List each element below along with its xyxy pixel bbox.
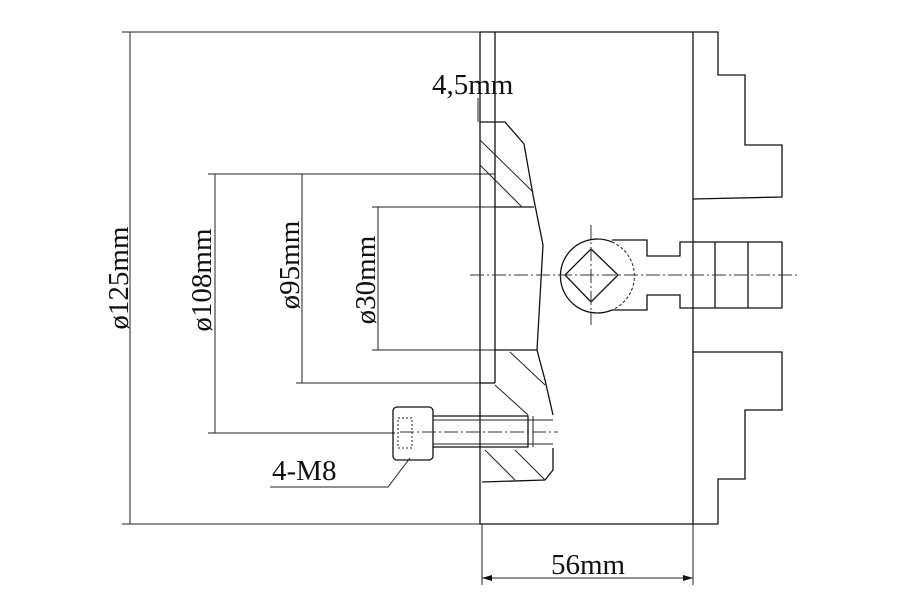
label-bolts: 4-M8 bbox=[272, 455, 336, 487]
jaws bbox=[692, 31, 783, 525]
dimension-lines-inner bbox=[208, 173, 495, 434]
label-d108: ø108mm bbox=[186, 228, 218, 332]
dimension-length bbox=[481, 524, 694, 585]
label-d30: ø30mm bbox=[350, 235, 382, 324]
label-d125: ø125mm bbox=[103, 226, 135, 330]
label-length: 56mm bbox=[551, 549, 626, 581]
label-thickness: 4,5mm bbox=[432, 69, 514, 101]
flange-section bbox=[479, 121, 554, 483]
dimension-d125 bbox=[122, 31, 480, 525]
bolt-leader bbox=[270, 457, 411, 488]
label-d95: ø95mm bbox=[274, 220, 306, 309]
bolt-m8 bbox=[392, 406, 558, 461]
chuck-body bbox=[479, 31, 694, 525]
